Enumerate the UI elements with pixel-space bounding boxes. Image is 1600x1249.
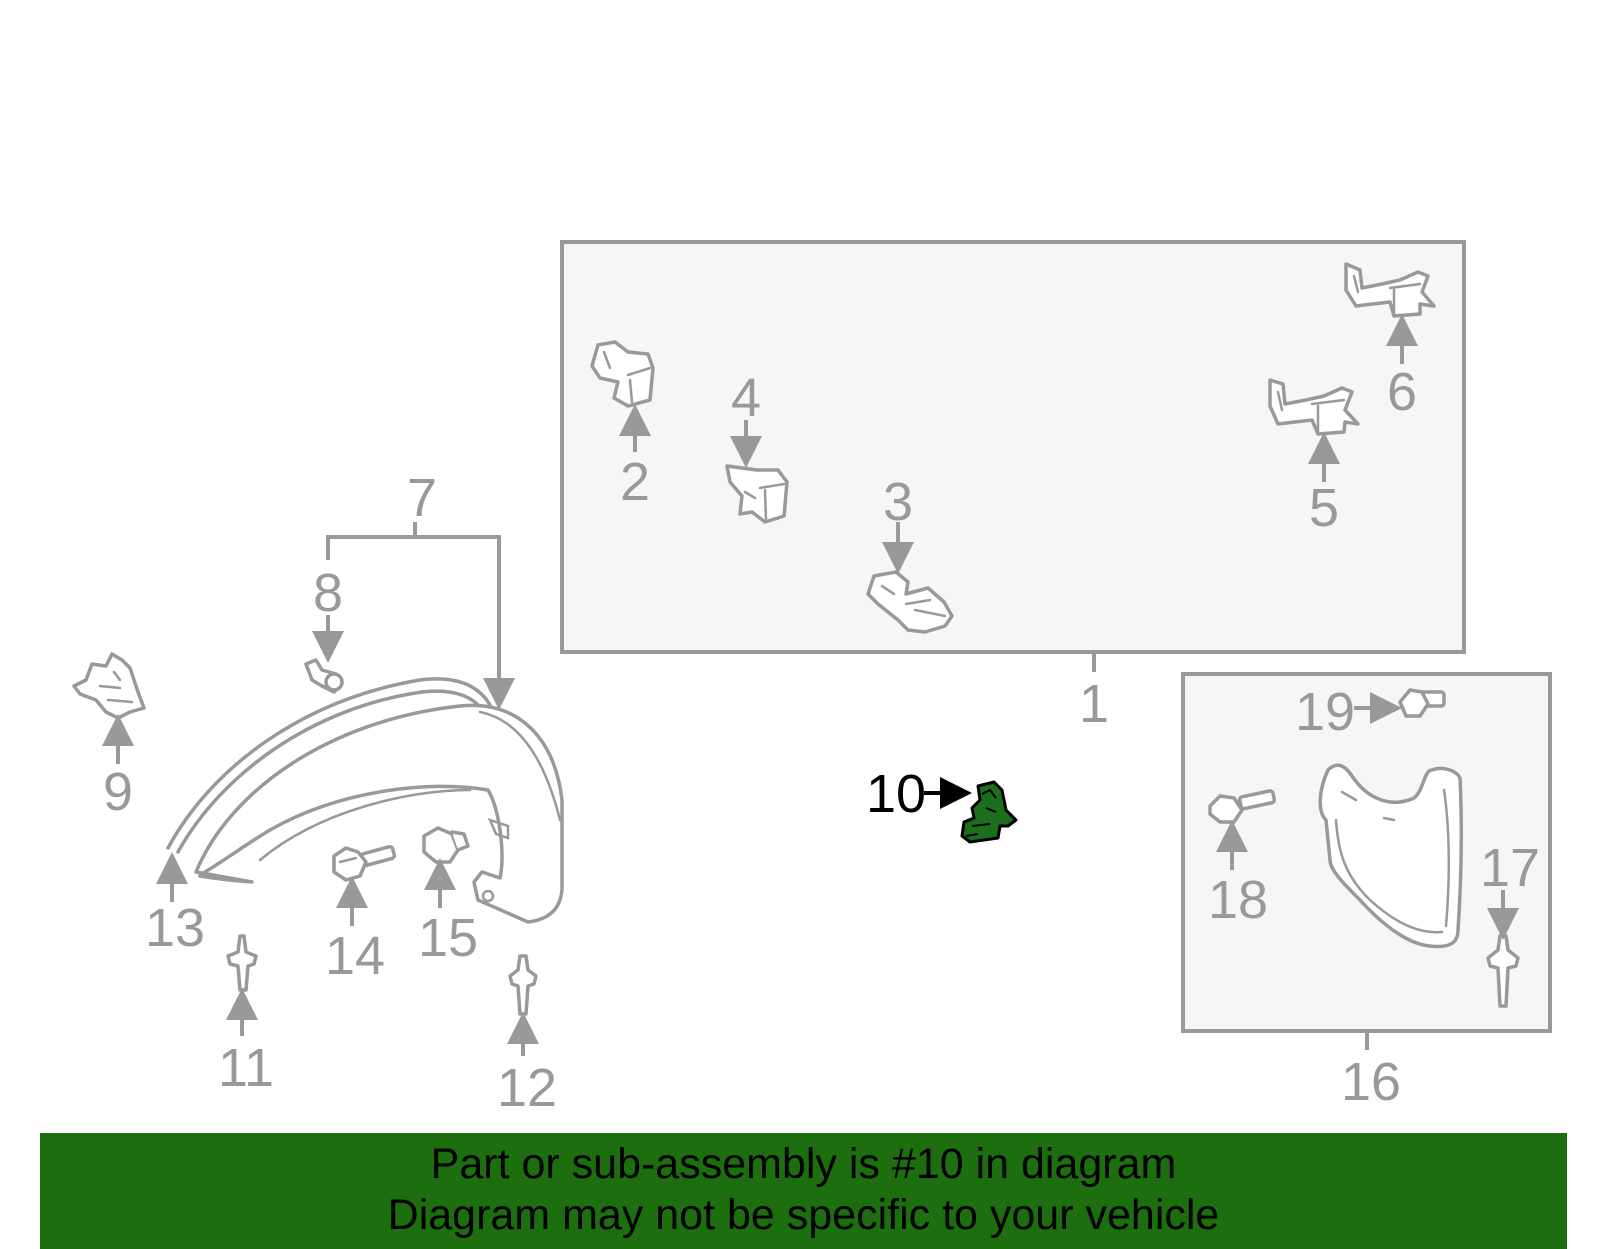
group-box-1 bbox=[560, 240, 1466, 654]
callout-2: 2 bbox=[620, 452, 650, 512]
banner-line-2: Diagram may not be specific to your vehi… bbox=[387, 1191, 1220, 1239]
callout-4: 4 bbox=[731, 368, 761, 428]
part-5-bracket bbox=[1268, 378, 1360, 436]
callout-11: 11 bbox=[218, 1038, 274, 1098]
part-13-molding bbox=[166, 677, 492, 854]
part-12-clip bbox=[508, 954, 538, 1016]
callout-10: 10 bbox=[866, 764, 926, 824]
callout-16: 16 bbox=[1341, 1052, 1401, 1112]
part-8-clip bbox=[304, 658, 344, 694]
callout-8: 8 bbox=[313, 563, 343, 623]
callout-19: 19 bbox=[1295, 682, 1355, 742]
callout-12: 12 bbox=[497, 1058, 557, 1118]
callout-3: 3 bbox=[883, 472, 913, 532]
info-banner: Part or sub-assembly is #10 in diagram D… bbox=[40, 1133, 1567, 1249]
banner-line-1: Part or sub-assembly is #10 in diagram bbox=[430, 1140, 1177, 1188]
callout-13: 13 bbox=[145, 898, 205, 958]
part-16-mud-guard bbox=[1318, 763, 1464, 949]
callout-15: 15 bbox=[418, 908, 478, 968]
part-19-screw bbox=[1398, 688, 1446, 718]
part-18-screw bbox=[1208, 789, 1277, 824]
callout-6: 6 bbox=[1387, 362, 1417, 422]
callout-9: 9 bbox=[103, 762, 133, 822]
part-14-bolt bbox=[332, 844, 397, 882]
callout-14: 14 bbox=[325, 926, 385, 986]
callout-1: 1 bbox=[1079, 674, 1109, 734]
callout-18: 18 bbox=[1208, 870, 1268, 930]
group-bracket-7 bbox=[326, 535, 501, 690]
part-9-retainer bbox=[72, 652, 146, 720]
part-17-clip bbox=[1486, 934, 1520, 1008]
part-10-highlighted bbox=[960, 780, 1018, 844]
callout-17: 17 bbox=[1480, 838, 1540, 898]
part-2-bracket bbox=[590, 340, 655, 408]
callout-5: 5 bbox=[1309, 478, 1339, 538]
part-6-bracket bbox=[1344, 262, 1436, 318]
part-4-bracket bbox=[725, 464, 789, 524]
part-7-fender-flare bbox=[194, 703, 564, 924]
part-3-bracket bbox=[866, 570, 954, 634]
part-11-clip bbox=[226, 934, 258, 992]
callout-7: 7 bbox=[407, 468, 437, 528]
part-15-nut bbox=[422, 826, 470, 864]
